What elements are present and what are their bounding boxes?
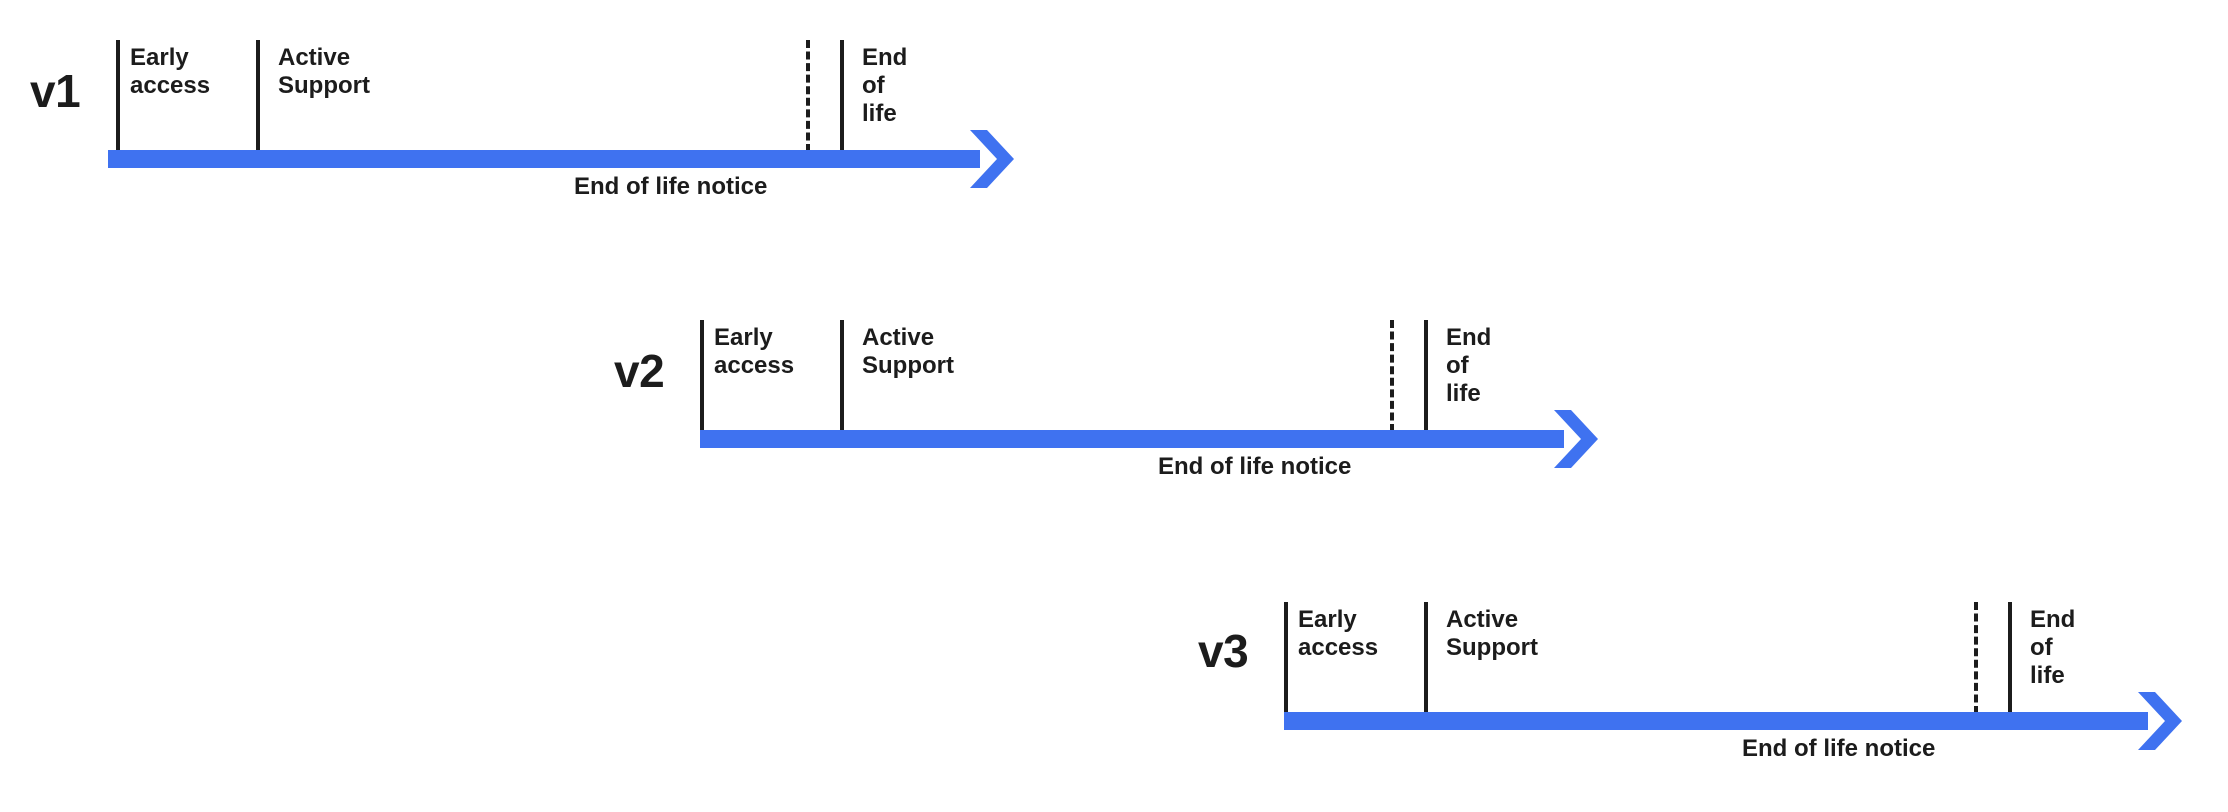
phase-label: End of life	[2030, 606, 2076, 690]
phase-label: Active Support	[278, 44, 370, 100]
end-of-life-notice-label: End of life notice	[1742, 735, 1936, 762]
end-of-life-notice-label: End of life notice	[1158, 453, 1352, 480]
version-label: v3	[1198, 625, 1249, 677]
timeline-arrow	[700, 410, 1602, 477]
phase-label: End of life	[1446, 324, 1492, 408]
phase-label: Active Support	[862, 324, 954, 380]
version-label: v1	[30, 65, 81, 117]
phase-boundary-tick	[700, 320, 704, 432]
phase-boundary-tick	[256, 40, 260, 152]
phase-boundary-dashed	[1974, 602, 1978, 714]
phase-boundary-tick	[2008, 602, 2012, 714]
timeline-arrow	[1284, 692, 2186, 759]
phase-label: Early access	[714, 324, 795, 380]
phase-boundary-tick	[840, 40, 844, 152]
phase-label: Early access	[1298, 606, 1379, 662]
phase-boundary-tick	[1424, 602, 1428, 714]
end-of-life-notice-label: End of life notice	[574, 173, 768, 200]
phase-label: End of life	[862, 44, 908, 128]
phase-boundary-tick	[1424, 320, 1428, 432]
phase-label: Active Support	[1446, 606, 1538, 662]
phase-boundary-dashed	[806, 40, 810, 152]
phase-label: Early access	[130, 44, 211, 100]
timeline-arrow	[108, 130, 1018, 197]
phase-boundary-tick	[1284, 602, 1288, 714]
version-label: v2	[614, 345, 665, 397]
phase-boundary-tick	[840, 320, 844, 432]
phase-boundary-tick	[116, 40, 120, 152]
phase-boundary-dashed	[1390, 320, 1394, 432]
